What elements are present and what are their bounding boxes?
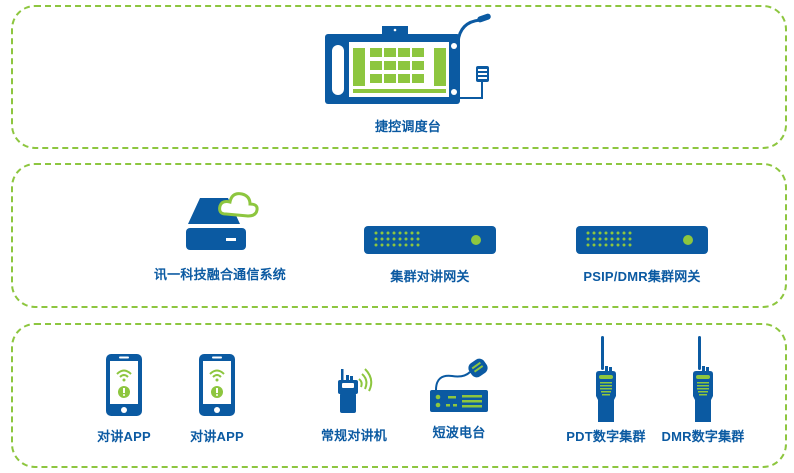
shortwave-radio-label: 短波电台 (432, 425, 486, 440)
psip-dmr-gateway-label: PSIP/DMR集群网关 (583, 269, 701, 284)
dispatch-tier-panel (11, 5, 787, 149)
dispatch-console-node: 捷控调度台 (320, 12, 496, 135)
shortwave-radio-node: 短波电台 (414, 354, 504, 441)
smartphone-ptt-icon (199, 354, 235, 416)
ptt-app-1-node: 对讲APP (84, 354, 164, 445)
ptt-app-2-node: 对讲APP (177, 354, 257, 445)
ptt-app-1-label: 对讲APP (97, 429, 151, 444)
smartphone-ptt-icon (106, 354, 142, 416)
ptt-app-2-label: 对讲APP (190, 429, 244, 444)
cloud-server-icon (186, 192, 259, 250)
shortwave-radio-icon (430, 358, 488, 412)
conventional-radio-node: 常规对讲机 (304, 367, 404, 444)
terminal-tier-panel (11, 323, 787, 468)
walkie-talkie-icon (338, 368, 373, 413)
pdt-trunk-node: PDT数字集群 (556, 334, 656, 445)
gateway-icon (364, 226, 496, 254)
handheld-radio-icon (693, 336, 713, 422)
dispatch-console-label: 捷控调度台 (374, 119, 441, 134)
dmr-trunk-label: DMR数字集群 (661, 429, 745, 444)
trunk-gateway-node: 集群对讲网关 (350, 226, 510, 285)
fusion-system-label: 讯一科技融合通信系统 (153, 267, 286, 282)
psip-dmr-gateway-node: PSIP/DMR集群网关 (562, 226, 722, 285)
pdt-trunk-label: PDT数字集群 (566, 429, 646, 444)
system-tier-panel (11, 163, 787, 308)
handheld-radio-icon (596, 336, 616, 422)
dispatch-console-icon (325, 13, 491, 104)
gateway-icon (576, 226, 708, 254)
dmr-trunk-node: DMR数字集群 (653, 334, 753, 445)
trunk-gateway-label: 集群对讲网关 (390, 269, 470, 284)
fusion-system-node: 讯一科技融合通信系统 (140, 188, 300, 283)
conventional-radio-label: 常规对讲机 (320, 428, 387, 443)
